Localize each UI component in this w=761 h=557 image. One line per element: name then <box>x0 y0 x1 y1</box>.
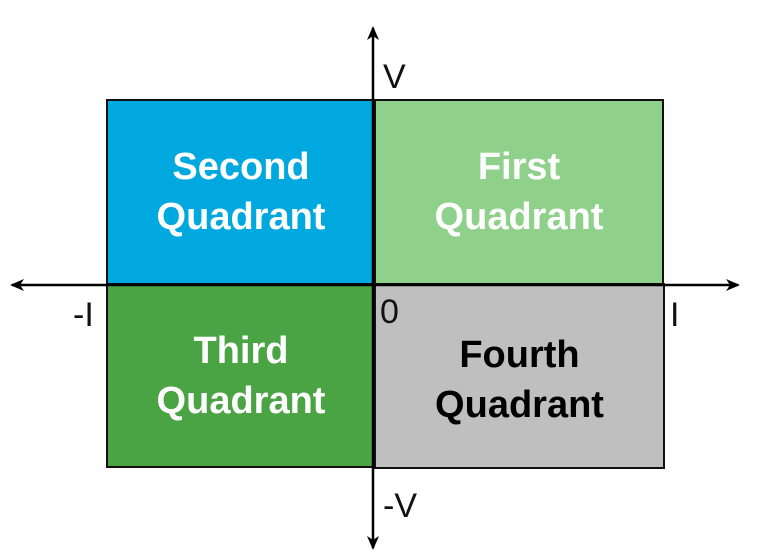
fourth-quadrant-line2: Quadrant <box>435 384 604 426</box>
fourth-quadrant: Fourth Quadrant <box>374 283 665 469</box>
positive-voltage-label: V <box>383 58 406 96</box>
third-quadrant: Third Quadrant <box>106 283 376 468</box>
origin-label: 0 <box>380 293 399 331</box>
positive-current-label: I <box>670 296 680 334</box>
negative-voltage-label: -V <box>383 487 417 525</box>
negative-current-label: -I <box>73 296 94 334</box>
third-quadrant-line2: Quadrant <box>156 379 326 422</box>
first-quadrant-line1: First <box>477 146 561 188</box>
second-quadrant: Second Quadrant <box>106 99 376 285</box>
first-quadrant-line2: Quadrant <box>434 196 604 238</box>
second-quadrant-line2: Quadrant <box>156 196 326 238</box>
fourth-quadrant-line1: Fourth <box>459 334 580 376</box>
second-quadrant-line1: Second <box>172 146 310 188</box>
third-quadrant-line1: Third <box>193 329 289 372</box>
first-quadrant: First Quadrant <box>374 99 664 285</box>
